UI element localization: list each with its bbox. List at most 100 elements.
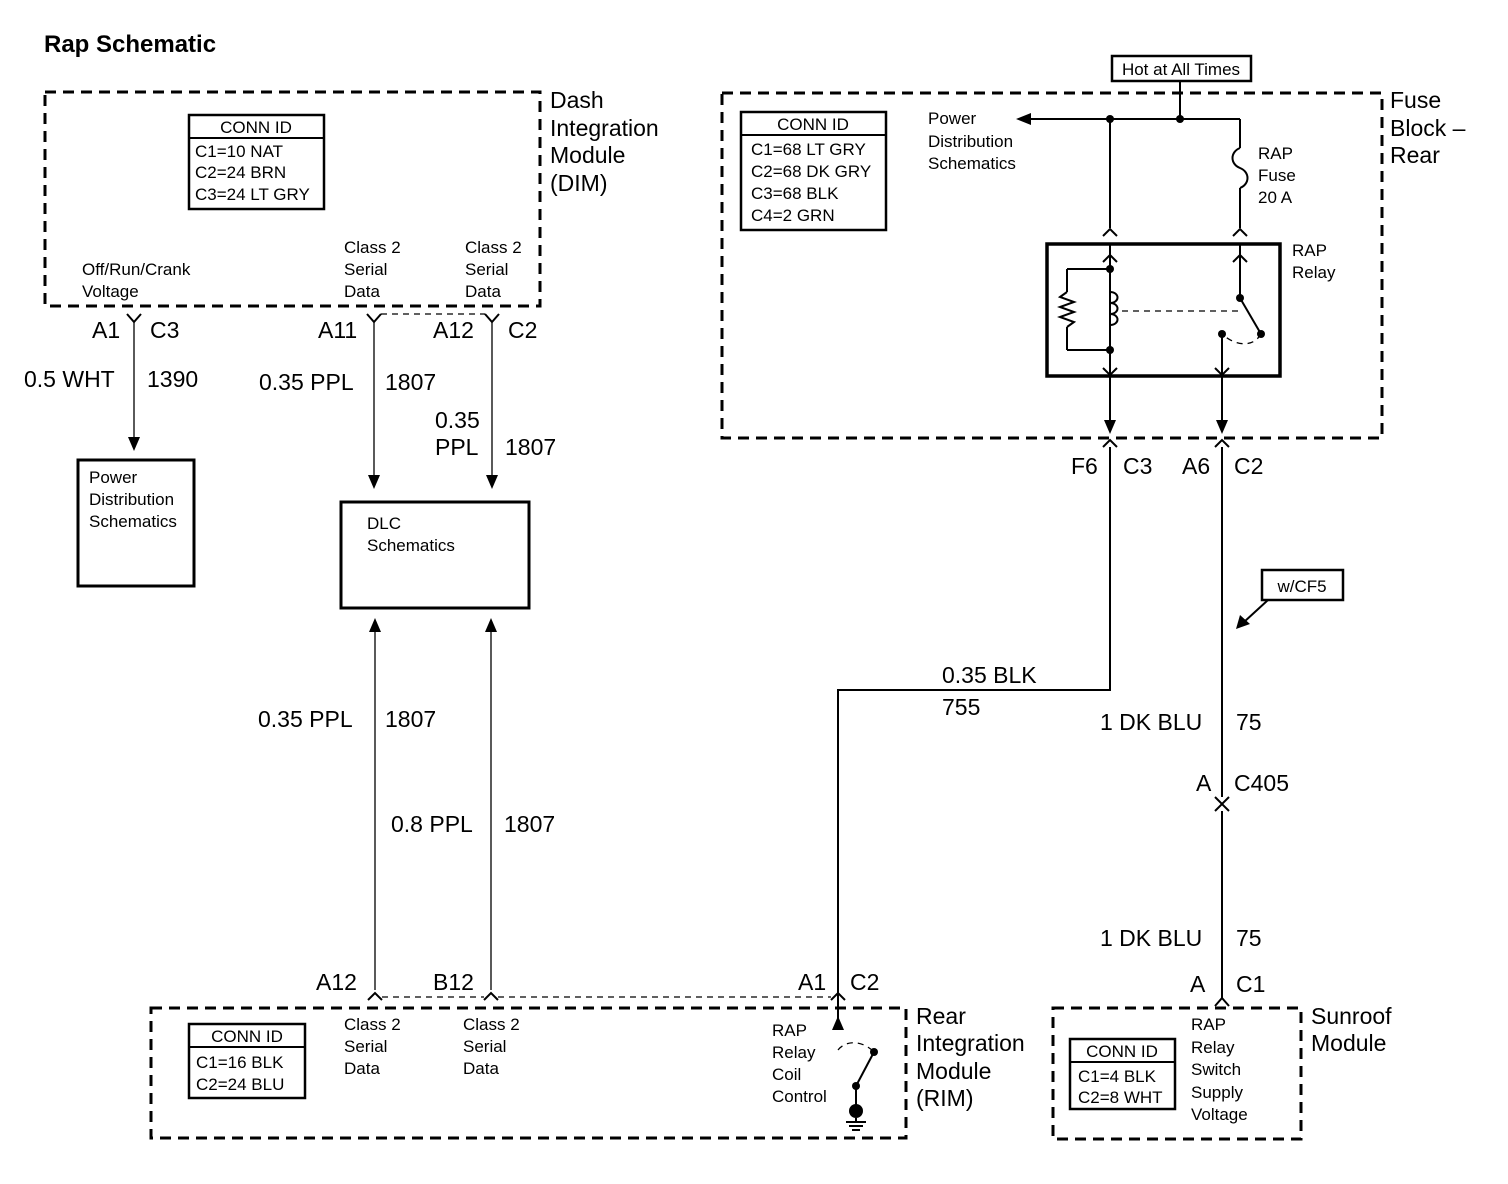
connector-c2: C2 <box>508 317 537 343</box>
connector-symbol <box>1214 438 1230 448</box>
fuse-block-rear: Fuse Block – Rear CONN ID C1=68 LT GRY C… <box>720 54 1466 440</box>
page-title: Rap Schematic <box>44 31 216 58</box>
connector-pin-a6: A6 <box>1182 453 1210 479</box>
rim-boundary <box>149 1006 908 1140</box>
conn-id-header: CONN ID <box>1086 1042 1158 1061</box>
option-callout-w-cf5: w/CF5 <box>1236 568 1345 629</box>
ground-icon <box>846 1104 866 1131</box>
sunroof-pin-label: RAP Relay Switch Supply Voltage <box>1191 1015 1248 1124</box>
conn-id-row: C2=68 DK GRY <box>751 162 871 181</box>
conn-id-row: C3=68 BLK <box>751 184 839 203</box>
connector-c405: C405 <box>1234 770 1289 796</box>
connector-symbol <box>1102 438 1118 448</box>
connector-symbol <box>367 991 383 1001</box>
conn-id-header: CONN ID <box>220 118 292 137</box>
conn-id-row: C1=68 LT GRY <box>751 140 866 159</box>
sunroof-module: Sunroof Module CONN ID C1=4 BLK C2=8 WHT… <box>1051 1003 1398 1141</box>
rap-relay: RAP Relay <box>1045 241 1336 378</box>
power-distribution-box: Power Distribution Schematics <box>76 458 196 588</box>
connector-pin-a: A <box>1196 770 1212 796</box>
rap-fuse-label: RAP Fuse 20 A <box>1258 144 1301 207</box>
connector-c2: C2 <box>850 969 879 995</box>
relay-switch-contact <box>1239 297 1262 335</box>
rim-pin-label-serial-2: Class 2 Serial Data <box>463 1015 524 1078</box>
connector-pin-b12: B12 <box>433 969 474 995</box>
dim-pin-label-serial-1: Class 2 Serial Data <box>344 238 405 301</box>
connector-pin-a1: A1 <box>798 969 826 995</box>
wire-gauge-label: 1 DK BLU <box>1100 925 1202 951</box>
fuse-block-boundary <box>720 91 1384 440</box>
connector-symbol <box>366 313 382 324</box>
svg-text:Power Distribution: Power Distribution Schematics <box>89 468 179 531</box>
connector-c2: C2 <box>1234 453 1263 479</box>
rim-module: Rear Integration Module (RIM) CONN ID C1… <box>149 1003 1031 1140</box>
wire-circuit-label: 1807 <box>385 706 436 732</box>
dim-name: Dash Integration Module (DIM) <box>550 87 665 196</box>
conn-id-header: CONN ID <box>777 115 849 134</box>
connector-pin-a: A <box>1190 971 1206 997</box>
connector-symbol <box>830 991 846 1001</box>
connector-pin-a1: A1 <box>92 317 120 343</box>
conn-id-row: C2=24 BLU <box>196 1075 284 1094</box>
conn-id-row: C1=4 BLK <box>1078 1067 1157 1086</box>
connector-symbol <box>484 313 500 324</box>
rim-conn-id-table: CONN ID C1=16 BLK C2=24 BLU <box>187 1022 307 1100</box>
power-distribution-ref: Power Distribution Schematics <box>928 109 1018 173</box>
svg-text:RAP Relay: RAP Relay <box>1292 241 1336 282</box>
wire-gauge-label: 0.35 PPL <box>258 706 353 732</box>
conn-id-header: CONN ID <box>211 1027 283 1046</box>
svg-text:Hot at All Times: Hot at All Times <box>1122 60 1240 79</box>
wire-gauge-label: 0.8 PPL <box>391 811 473 837</box>
wire-gauge-label: 0.35 BLK <box>942 662 1037 688</box>
dim-conn-id-table: CONN ID C1=10 NAT C2=24 BRN C3=24 LT GRY <box>187 113 326 211</box>
svg-text:DLC Schematics: DLC Schematics <box>367 514 455 555</box>
wire-1807-upper-b <box>486 322 498 489</box>
connector-c3: C3 <box>1123 453 1152 479</box>
relay-coil-icon <box>1109 291 1119 326</box>
dim-pin-label-serial-2: Class 2 Serial Data <box>465 238 526 301</box>
wire-755 <box>832 447 1111 1030</box>
connector-pin-a12: A12 <box>433 317 474 343</box>
dim-module: Dash Integration Module (DIM) CONN ID C1… <box>43 87 665 308</box>
wire-1807-upper-a <box>368 322 380 489</box>
fuse-block-conn-id-table: CONN ID C1=68 LT GRY C2=68 DK GRY C3=68 … <box>739 110 888 232</box>
dim-pin-label-ignition: Off/Run/Crank Voltage <box>82 260 195 301</box>
wire-circuit-label: 75 <box>1236 925 1262 951</box>
wire-circuit-label: 1807 <box>505 434 556 460</box>
resistor-icon <box>1057 291 1077 328</box>
wire-circuit-label: 75 <box>1236 709 1262 735</box>
coil-control-switch-icon <box>837 1042 878 1106</box>
arrow-left-icon <box>1016 113 1031 125</box>
dlc-schematics-box: DLC Schematics <box>339 500 531 610</box>
rim-name: Rear Integration Module (RIM) <box>916 1003 1031 1111</box>
wire-circuit-label: 1390 <box>147 366 198 392</box>
connector-c3: C3 <box>150 317 179 343</box>
connector-symbol <box>1214 996 1230 1007</box>
connector-pin-a11: A11 <box>318 317 357 343</box>
conn-id-row: C2=24 BRN <box>195 163 286 182</box>
wire-1807-lower-b <box>485 618 497 990</box>
wire-gauge-label: 1 DK BLU <box>1100 709 1202 735</box>
wire-gauge-label: 0.35 PPL <box>435 407 486 460</box>
sunroof-name: Sunroof Module <box>1311 1003 1398 1056</box>
wire-gauge-label: 0.5 WHT <box>24 366 115 392</box>
fuse-icon <box>1231 147 1249 189</box>
connector-pin-a12: A12 <box>316 969 357 995</box>
wire-1807-lower-a <box>369 618 381 990</box>
connector-symbol <box>483 991 499 1001</box>
connector-c1: C1 <box>1236 971 1265 997</box>
conn-id-row: C4=2 GRN <box>751 206 835 225</box>
conn-id-row: C3=24 LT GRY <box>195 185 310 204</box>
sunroof-conn-id-table: CONN ID C1=4 BLK C2=8 WHT <box>1068 1037 1177 1111</box>
conn-id-row: C1=10 NAT <box>195 142 283 161</box>
connector-symbol <box>126 313 142 324</box>
svg-text:w/CF5: w/CF5 <box>1276 577 1326 596</box>
wire-circuit-label: 755 <box>942 694 980 720</box>
connector-pin-f6: F6 <box>1071 453 1098 479</box>
rim-pin-label-serial-1: Class 2 Serial Data <box>344 1015 405 1078</box>
rim-pin-label-coil-control: RAP Relay Coil Control <box>772 1021 827 1106</box>
wire-gauge-label: 0.35 PPL <box>259 369 354 395</box>
hot-at-all-times-label: Hot at All Times <box>1110 54 1253 83</box>
wire-circuit-label: 1807 <box>504 811 555 837</box>
